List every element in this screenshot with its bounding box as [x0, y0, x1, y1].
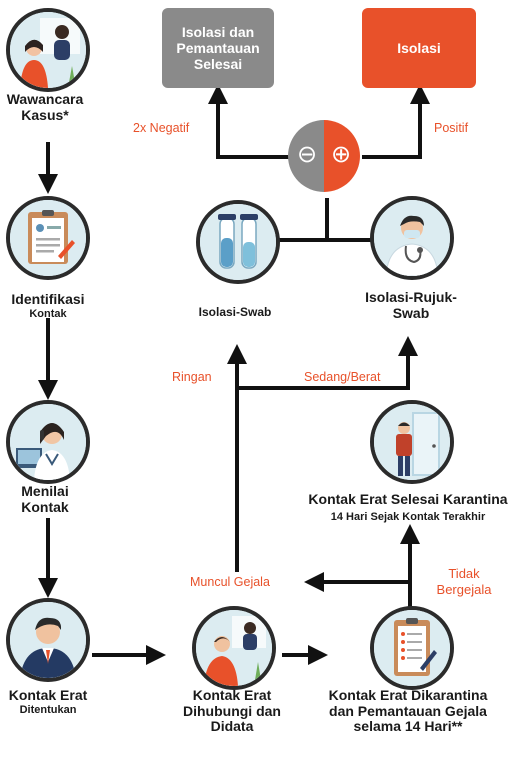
label-dihubungi: Kontak Erat Dihubungi dan Didata	[183, 687, 281, 735]
box-isolasi-selesai-label: Isolasi dan Pemantauan Selesai	[176, 23, 260, 73]
arrow-negatif	[208, 84, 292, 159]
label-isolasi-rujuk: Isolasi-Rujuk-Swab	[365, 289, 457, 321]
menilai-illustration	[6, 400, 90, 484]
arrow-positif	[362, 84, 430, 159]
label-selesai: Kontak Erat Selesai Karantina 14 Hari Se…	[308, 491, 508, 523]
wawancara-illustration	[6, 8, 90, 92]
edge-positif: Positif	[434, 121, 469, 135]
edge-sedang: Sedang/Berat	[304, 370, 381, 384]
box-isolasi-selesai: Isolasi dan Pemantauan Selesai	[162, 8, 274, 88]
plus-icon: ⊕	[330, 140, 352, 168]
label-menilai: Menilai Kontak	[21, 483, 69, 515]
edge-muncul: Muncul Gejala	[190, 575, 270, 589]
box-isolasi: Isolasi	[362, 8, 476, 88]
kontak-erat-illustration	[6, 598, 90, 682]
edge-tidak: Tidak Bergejala	[436, 566, 492, 598]
result-split-circle: ⊖ ⊕	[288, 120, 360, 192]
label-isolasi-swab: Isolasi-Swab	[198, 305, 272, 319]
label-dikarantina: Kontak Erat Dikarantina dan Pemantauan G…	[328, 687, 488, 735]
edge-negatif: 2x Negatif	[133, 121, 190, 135]
dikarantina-illustration	[370, 606, 454, 690]
identifikasi-illustration	[6, 196, 90, 280]
label-identifikasi: Identifikasi Kontak	[11, 291, 85, 320]
label-kontak-erat: Kontak Erat Ditentukan	[8, 687, 88, 716]
selesai-illustration	[370, 400, 454, 484]
label-wawancara: Wawancara Kasus*	[6, 91, 84, 123]
box-isolasi-label: Isolasi	[397, 39, 441, 56]
dihubungi-illustration	[192, 606, 276, 690]
edge-ringan: Ringan	[172, 370, 212, 384]
line-sedang	[237, 336, 418, 390]
isolasi-rujuk-illustration	[370, 196, 454, 280]
minus-icon: ⊖	[296, 140, 318, 168]
isolasi-swab-illustration	[196, 200, 280, 284]
